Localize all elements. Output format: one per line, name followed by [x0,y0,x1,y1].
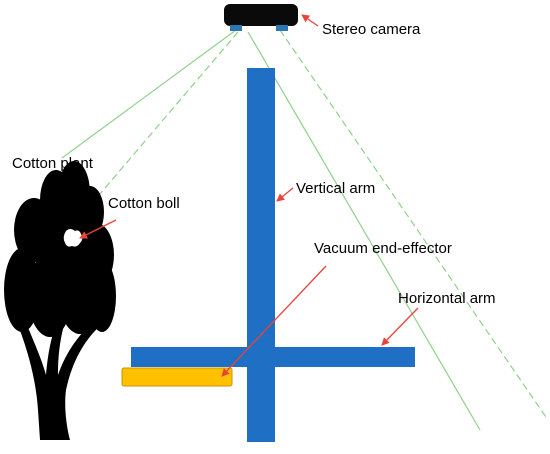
camera-body [224,4,298,26]
cotton-boll [63,229,83,247]
camera-view-lines [61,29,549,431]
camera-lens-left [230,25,242,31]
view-line-left-dashed [87,31,239,209]
view-line-right-dashed [279,29,549,421]
horizontal-arm [131,347,415,367]
arrow-vacuum-end-effector [221,265,327,377]
stereo-camera [224,4,298,31]
arrow-stereo-camera [301,14,319,27]
arrow-vertical-arm [276,187,294,202]
pointer-arrows [79,14,419,377]
cotton-plant [4,161,116,440]
label-cotton-boll: Cotton boll [108,195,180,212]
vacuum-end-effector [121,367,233,387]
arrow-horizontal-arm [381,307,419,346]
arrow-cotton-boll [79,219,117,239]
view-line-right-solid [247,31,481,431]
label-stereo-camera: Stereo camera [322,21,421,38]
label-cotton-plant: Cotton plant [12,155,94,172]
view-line-left-solid [61,29,237,159]
label-vertical-arm: Vertical arm [296,180,375,197]
camera-lens-right [276,25,288,31]
label-vacuum-end-effector: Vacuum end-effector [314,240,452,257]
foliage-right [88,260,116,332]
plant-trunk [16,310,102,440]
vertical-arm [247,68,275,442]
label-horizontal-arm: Horizontal arm [398,290,496,307]
